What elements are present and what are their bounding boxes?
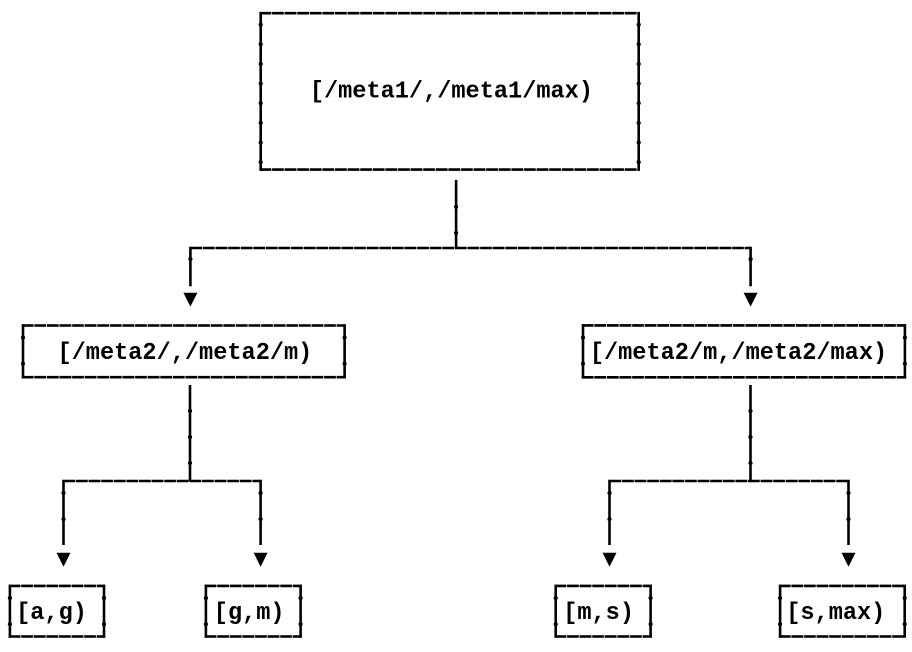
svg-text:[s,max): [s,max)	[786, 600, 885, 627]
svg-text:[g,m): [g,m)	[214, 600, 285, 627]
svg-text:[/meta1/,/meta1/max): [/meta1/,/meta1/max)	[310, 79, 593, 106]
svg-text:[/meta2/m,/meta2/max): [/meta2/m,/meta2/max)	[590, 340, 887, 367]
svg-text:[a,g): [a,g)	[16, 600, 87, 627]
svg-text:[m,s): [m,s)	[563, 600, 634, 627]
svg-text:[/meta2/,/meta2/m): [/meta2/,/meta2/m)	[57, 340, 312, 367]
